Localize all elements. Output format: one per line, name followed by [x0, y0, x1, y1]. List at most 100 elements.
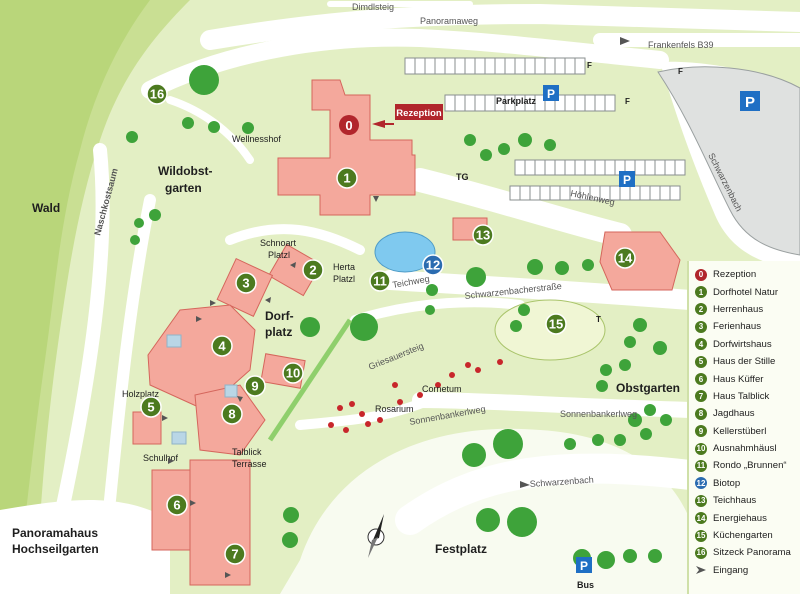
marker-circle [302, 259, 324, 281]
parking-symbol-3: P [745, 94, 755, 111]
legend-label: Haus der Stille [713, 356, 776, 368]
marker-f-3: F [678, 67, 683, 76]
legend-label: Energiehaus [713, 512, 767, 524]
legend-label: Eingang [713, 564, 749, 576]
marker-circle [422, 254, 444, 276]
label-schnoart-1: Schnoart [260, 238, 297, 248]
marker-circle [140, 396, 162, 418]
marker-number: 14 [618, 251, 633, 266]
label-talblick-2: Terrasse [232, 459, 267, 469]
legend-number-badge: 10 [695, 442, 707, 455]
legend-item-2: 2 Herrenhaus [689, 301, 800, 318]
marker-circle [224, 543, 246, 565]
legend-item-14: 14 Energiehaus [689, 509, 800, 526]
label-dorfplatz-1: Dorf- [265, 309, 294, 323]
legend-item-1: 1 Dorfhotel Natur [689, 283, 800, 300]
legend-number-badge: 6 [695, 373, 707, 386]
building-marker-9[interactable]: 9 [244, 375, 266, 397]
parking-icon: P [619, 171, 635, 187]
legend-label: Biotop [713, 477, 741, 489]
road-label-schwarzenbach-south: Schwarzenbach [529, 475, 594, 489]
legend-label: Ausnahmhäusl [713, 443, 777, 455]
building-marker-14[interactable]: 14 [614, 247, 636, 269]
legend-label: Herrenhaus [713, 303, 764, 315]
parking-symbol-1: P [547, 87, 555, 101]
label-talblick-1: Talblick [232, 447, 262, 457]
marker-t: T [596, 315, 601, 324]
legend-number-badge: 8 [695, 407, 707, 420]
building-marker-1[interactable]: 1 [336, 167, 358, 189]
building-marker-3[interactable]: 3 [235, 272, 257, 294]
marker-number: 2 [309, 263, 316, 278]
marker-number: 5 [147, 400, 154, 415]
rezeption-label-box [395, 104, 443, 120]
building-marker-12[interactable]: 12 [422, 254, 444, 276]
label-parkplatz: Parkplatz [496, 96, 537, 106]
legend-number-badge: 12 [695, 477, 707, 490]
label-herta-2: Platzl [333, 274, 355, 284]
building-marker-13[interactable]: 13 [472, 224, 494, 246]
building-marker-8[interactable]: 8 [221, 403, 243, 425]
marker-number: 8 [228, 407, 235, 422]
parking-icon: P [576, 557, 592, 573]
marker-number: 9 [251, 379, 258, 394]
legend-number-badge: 15 [695, 529, 707, 542]
legend-number-badge: 16 [695, 546, 707, 559]
building-marker-16[interactable]: 16 [146, 83, 168, 105]
road-label-frankenfels: Frankenfels B39 [648, 40, 714, 50]
marker-circle [472, 224, 494, 246]
building-marker-5[interactable]: 5 [140, 396, 162, 418]
building-marker-10[interactable]: 10 [282, 362, 304, 384]
legend-number-badge: 9 [695, 425, 707, 438]
rezeption-marker[interactable]: 0 Rezeption [339, 104, 443, 135]
legend-number-badge: 3 [695, 320, 707, 333]
forest-core [0, 0, 150, 520]
marker-number: 7 [231, 547, 238, 562]
legend-number-badge: 1 [695, 286, 707, 299]
legend-number-badge: 11 [695, 459, 707, 472]
legend-label: Jagdhaus [713, 408, 755, 420]
legend-item-10: 10 Ausnahmhäusl [689, 440, 800, 457]
marker-number: 1 [343, 171, 350, 186]
legend-label: Küchengarten [713, 530, 773, 542]
legend-label: Rondo „Brunnen“ [713, 460, 787, 472]
label-herta-1: Herta [333, 262, 355, 272]
building-marker-6[interactable]: 6 [166, 494, 188, 516]
building-marker-2[interactable]: 2 [302, 259, 324, 281]
marker-circle [282, 362, 304, 384]
building-marker-11[interactable]: 11 [369, 270, 391, 292]
parking-symbol-4: P [580, 559, 588, 573]
road-label-dimdlsteig: Dimdlsteig [352, 2, 394, 12]
marker-circle [146, 83, 168, 105]
marker-circle [369, 270, 391, 292]
label-tg: TG [456, 172, 469, 182]
legend-number-badge: 14 [695, 512, 707, 525]
label-panoramahaus-1: Panoramahaus [12, 526, 98, 540]
compass-icon [367, 514, 385, 558]
parking-symbol-2: P [623, 173, 631, 187]
road-label-panoramaweg: Panoramaweg [420, 16, 478, 26]
legend-item-8: 8 Jagdhaus [689, 405, 800, 422]
label-schnoart-2: Platzl [268, 250, 290, 260]
building-1 [277, 79, 416, 216]
label-wildobst-1: Wildobst- [158, 164, 213, 178]
building-marker-7[interactable]: 7 [224, 543, 246, 565]
legend-label: Dorfhotel Natur [713, 286, 779, 298]
legend-number-badge: 2 [695, 303, 707, 316]
rezeption-label: Rezeption [396, 108, 442, 119]
marker-number: 13 [476, 228, 490, 243]
panorama-area [0, 500, 170, 594]
building-marker-4[interactable]: 4 [211, 335, 233, 357]
marker-number: 6 [173, 498, 180, 513]
annex-squares [166, 334, 238, 445]
marker-number: 16 [150, 87, 164, 102]
marker-circle [244, 375, 266, 397]
marker-circle [336, 167, 358, 189]
building-marker-15[interactable]: 15 [545, 313, 567, 335]
